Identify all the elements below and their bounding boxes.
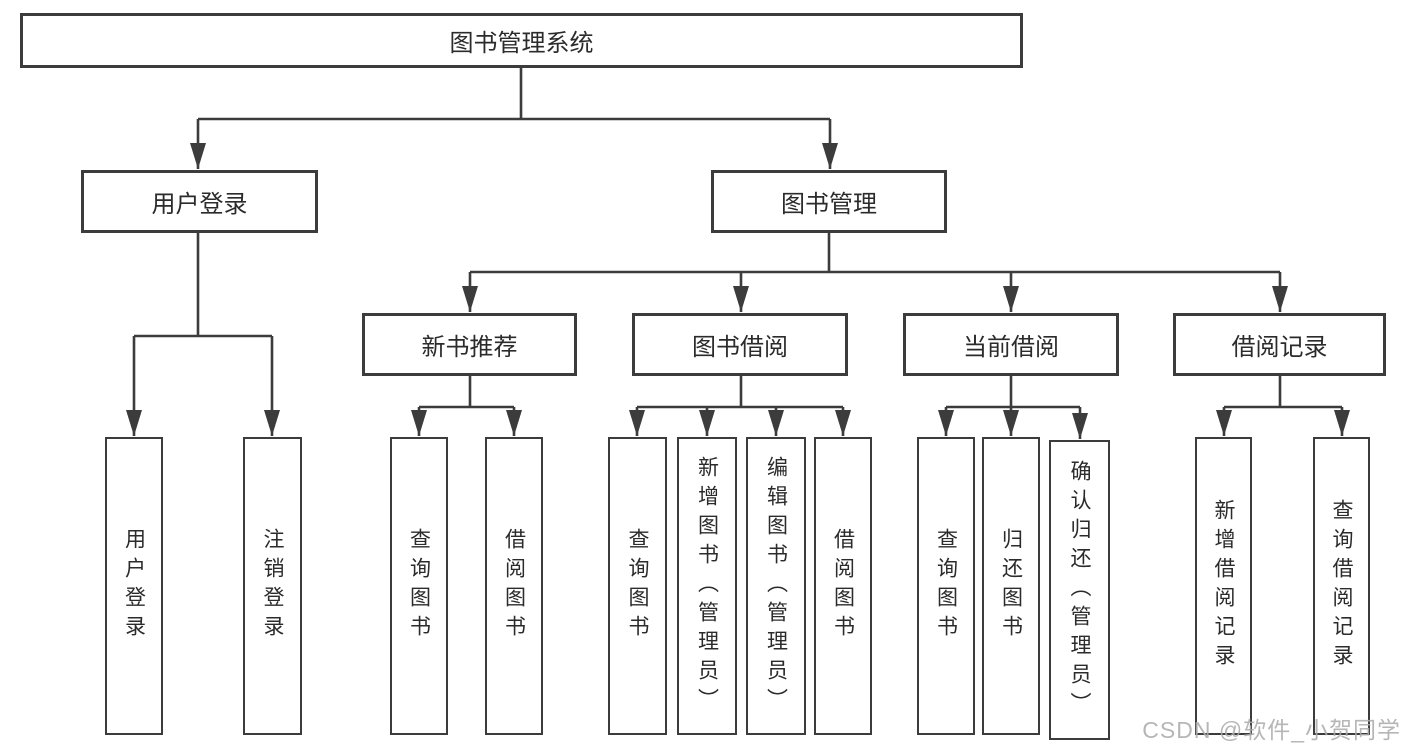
- connector-group1: [419, 376, 514, 409]
- connector-management-to-groups: [470, 233, 1280, 274]
- leaf-user-login: 用户登录: [105, 437, 163, 735]
- leaf-g2-edit-books-admin-label: 编辑图书（管理员）: [764, 455, 788, 717]
- node-book-management: 图书管理: [711, 170, 947, 233]
- node-borrow-records: 借阅记录: [1173, 313, 1386, 376]
- leaf-g2-edit-books-admin: 编辑图书（管理员）: [746, 437, 806, 735]
- node-book-borrow: 图书借阅: [632, 313, 848, 376]
- leaf-g4-add-borrow-record: 新增借阅记录: [1195, 437, 1252, 735]
- leaf-g3-return-books-label: 归还图书: [999, 528, 1023, 644]
- leaf-g4-query-borrow-record-label: 查询借阅记录: [1330, 499, 1353, 673]
- leaf-g1-query-books-label: 查询图书: [407, 528, 431, 644]
- node-root-label: 图书管理系统: [449, 30, 594, 57]
- leaf-g4-add-borrow-record-label: 新增借阅记录: [1212, 499, 1235, 673]
- leaf-user-login-label: 用户登录: [122, 528, 146, 644]
- leaf-g2-add-books-admin: 新增图书（管理员）: [677, 437, 737, 735]
- node-current-borrow-label: 当前借阅: [963, 334, 1059, 361]
- leaf-g3-query-books-label: 查询图书: [934, 528, 958, 644]
- leaf-g3-return-books: 归还图书: [982, 437, 1040, 735]
- leaf-g1-query-books: 查询图书: [390, 437, 448, 735]
- leaf-g3-confirm-return-admin: 确认归还（管理员）: [1049, 440, 1110, 740]
- leaf-g1-borrow-books: 借阅图书: [485, 437, 543, 735]
- leaf-logout: 注销登录: [243, 437, 302, 735]
- node-new-book-recommend: 新书推荐: [362, 313, 577, 376]
- node-user-login-label: 用户登录: [151, 191, 248, 218]
- connector-group3: [946, 376, 1080, 409]
- node-borrow-records-label: 借阅记录: [1231, 334, 1328, 361]
- node-root: 图书管理系统: [20, 13, 1023, 68]
- leaf-g4-query-borrow-record: 查询借阅记录: [1313, 437, 1370, 735]
- node-current-borrow: 当前借阅: [903, 313, 1119, 376]
- leaf-g2-query-books: 查询图书: [608, 437, 667, 735]
- node-book-borrow-label: 图书借阅: [692, 334, 788, 361]
- node-new-book-recommend-label: 新书推荐: [421, 334, 518, 361]
- csdn-watermark: CSDN @软件_小贺同学: [1142, 717, 1401, 743]
- node-user-login: 用户登录: [81, 170, 318, 233]
- leaf-g3-query-books: 查询图书: [917, 437, 975, 735]
- leaf-logout-label: 注销登录: [261, 528, 284, 644]
- connector-root-to-level2: [198, 68, 830, 121]
- connector-login-to-leaves: [134, 233, 272, 338]
- leaf-g2-borrow-books: 借阅图书: [814, 437, 872, 735]
- node-book-management-label: 图书管理: [781, 191, 877, 218]
- leaf-g2-borrow-books-label: 借阅图书: [831, 528, 855, 644]
- connector-group4: [1224, 376, 1342, 409]
- leaf-g1-borrow-books-label: 借阅图书: [502, 528, 526, 644]
- leaf-g3-confirm-return-admin-label: 确认归还（管理员）: [1068, 459, 1091, 721]
- leaf-g2-add-books-admin-label: 新增图书（管理员）: [695, 455, 719, 717]
- leaf-g2-query-books-label: 查询图书: [626, 528, 649, 644]
- connector-group2: [637, 376, 843, 409]
